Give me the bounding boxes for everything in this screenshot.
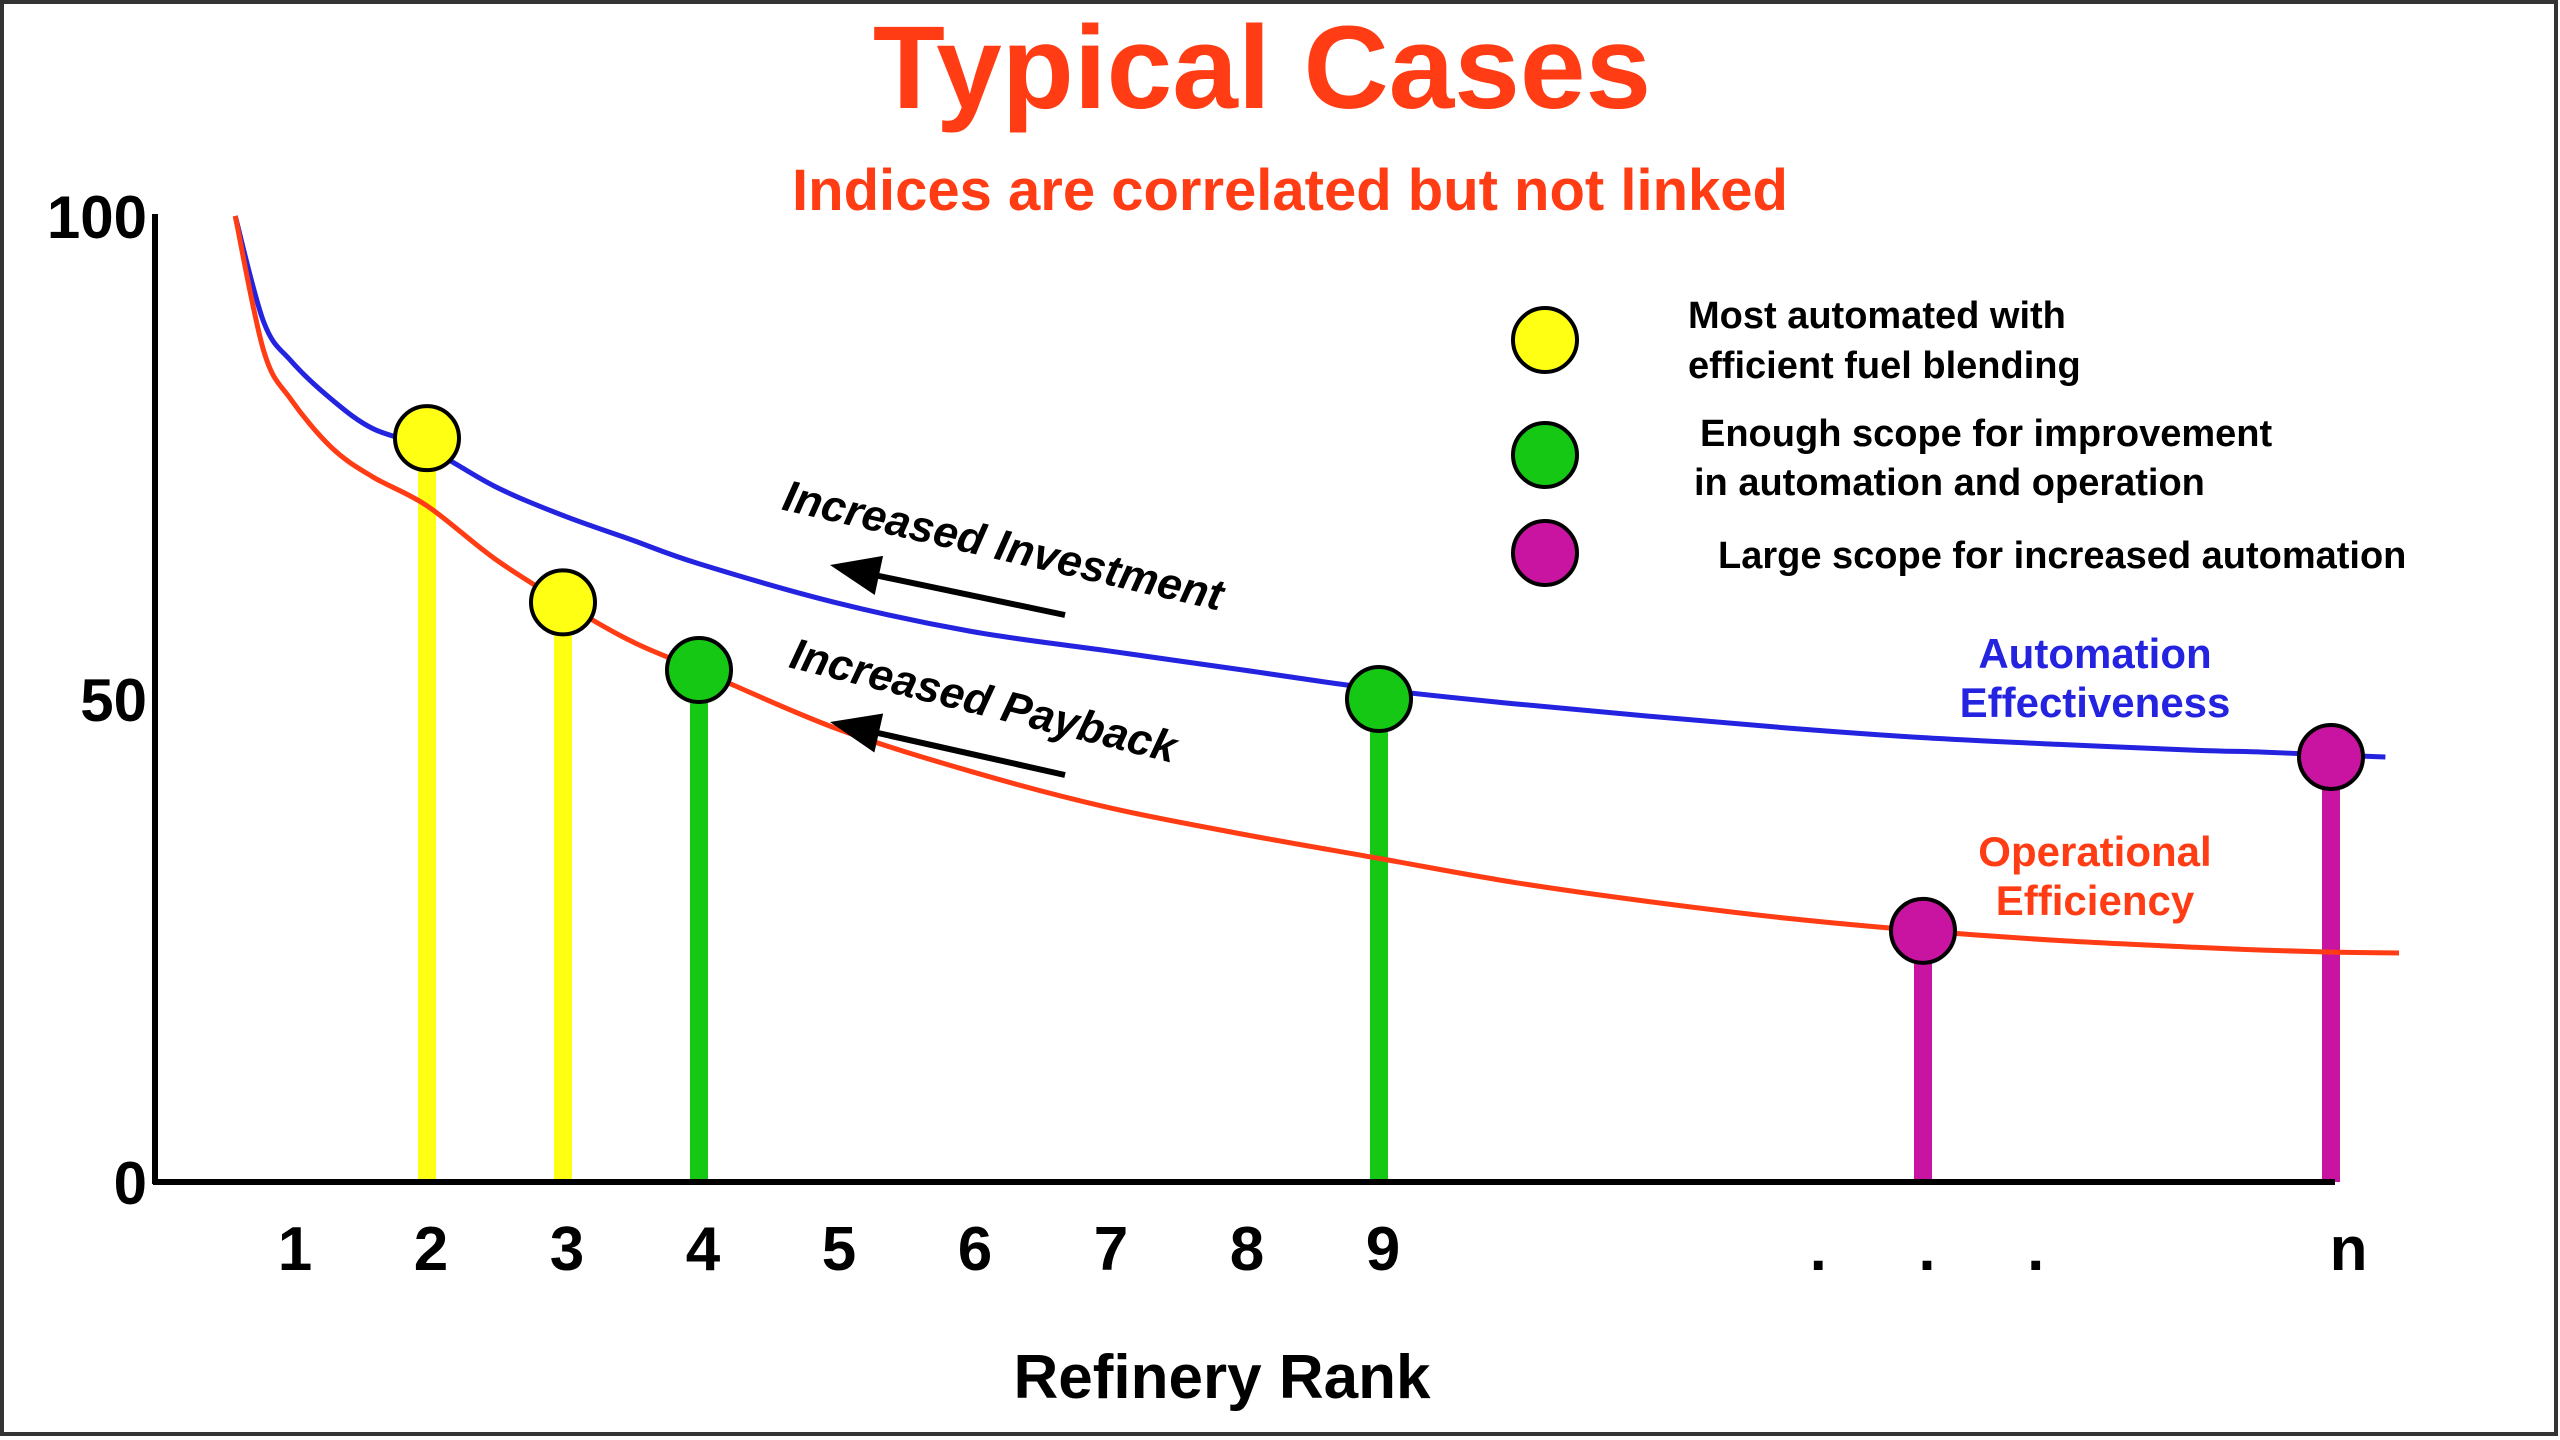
legend-label: Large scope for increased automation (1718, 535, 2406, 577)
x-tick-label: 9 (1366, 1215, 1400, 1284)
x-tick-label: 7 (1094, 1215, 1128, 1284)
arrow-shaft (859, 726, 1066, 778)
data-point-marker (529, 568, 597, 637)
arrow-head-icon (830, 555, 884, 595)
series-line-operational-efficiency (232, 215, 2400, 956)
series-lines (232, 215, 2400, 956)
data-point-marker (2297, 722, 2365, 791)
y-tick-label: 100 (47, 184, 147, 251)
data-point-marker (393, 404, 461, 473)
arrow-head-icon (830, 713, 884, 753)
x-axis-label: Refinery Rank (1014, 1343, 1431, 1412)
stems (418, 438, 2340, 1182)
legend-label: Most automated with (1688, 295, 2066, 337)
x-tick-label: 4 (686, 1215, 721, 1284)
series-line-automation-effectiveness (232, 215, 2386, 760)
series-labels: AutomationEffectivenessOperationalEffici… (1960, 630, 2231, 924)
data-point-marker (1345, 665, 1413, 733)
annotation-label: Increased Investment (779, 471, 1231, 620)
chart-subtitle: Indices are correlated but not linked (792, 158, 1788, 223)
y-tick-label: 50 (80, 667, 147, 734)
legend-label: Enough scope for improvement (1700, 413, 2273, 455)
x-tick-label: 3 (550, 1215, 584, 1284)
x-tick-label: 5 (822, 1215, 856, 1284)
x-tick-label: 1 (278, 1215, 312, 1284)
data-point-marker (665, 636, 733, 705)
x-tick-label: . (2027, 1215, 2044, 1284)
legend-label: in automation and operation (1694, 462, 2205, 504)
arrow-shaft (859, 569, 1066, 618)
markers (393, 404, 2365, 965)
series-label: Efficiency (1996, 877, 2195, 924)
legend-swatch (1511, 421, 1579, 489)
legend-swatch (1511, 519, 1579, 587)
legend-label: efficient fuel blending (1688, 345, 2081, 387)
chart-title: Typical Cases (873, 2, 1651, 134)
series-label: Operational (1978, 828, 2211, 875)
data-point-marker (1889, 896, 1957, 965)
x-tick-label: n (2330, 1215, 2368, 1284)
x-tick-label: 8 (1230, 1215, 1264, 1284)
legend-swatch (1511, 306, 1579, 374)
series-label: Automation (1978, 630, 2211, 677)
series-label: Effectiveness (1960, 679, 2231, 726)
x-tick-label: . (1918, 1215, 1935, 1284)
x-tick-label: . (1810, 1215, 1827, 1284)
axes: 0 50 100 1 2 3 4 5 6 7 8 9... n (47, 184, 2368, 1284)
x-tick-label: 6 (958, 1215, 992, 1284)
x-tick-label: 2 (414, 1215, 448, 1284)
y-tick-label: 0 (114, 1150, 147, 1217)
legend: Most automated with efficient fuel blendi… (1511, 295, 2406, 587)
